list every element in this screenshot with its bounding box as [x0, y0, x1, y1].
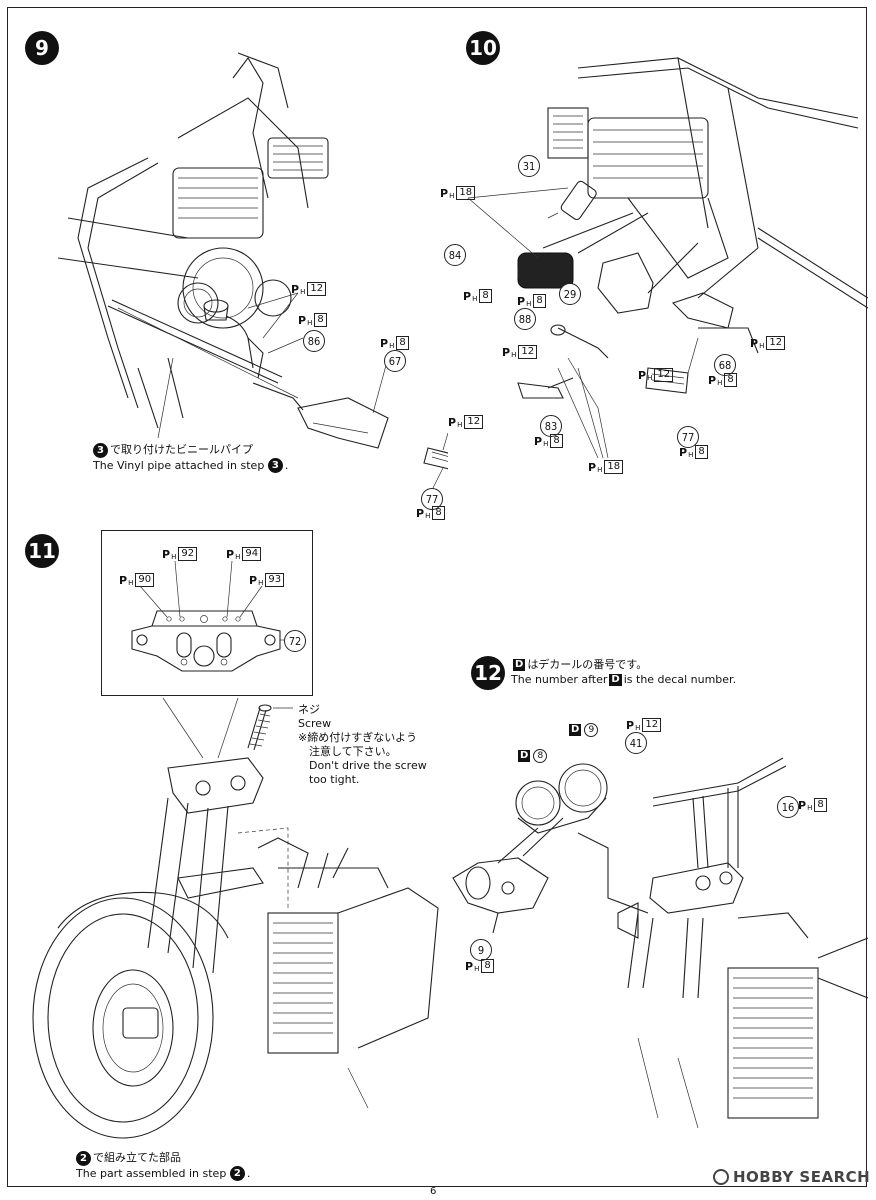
part-29-label: 29 — [559, 283, 581, 305]
part-84-label: 84 — [444, 244, 466, 266]
ref-step-badge: 2 — [229, 1166, 245, 1181]
part-77-label: 77 — [421, 488, 443, 510]
screw-note: ネジ Screw ※締め付けすぎないよう 注意して下さい。 Don't driv… — [298, 703, 427, 786]
ref-step-badge: 2 — [76, 1150, 91, 1166]
registered-icon — [713, 1169, 729, 1185]
step-10-illustration — [428, 48, 868, 488]
step-9-badge: 9 — [25, 31, 59, 65]
instruction-sheet: 9 — [7, 7, 868, 1187]
ref-step-badge: 3 — [93, 442, 108, 458]
part-88-label: 88 — [514, 308, 536, 330]
step-11-detail-inset — [101, 530, 313, 696]
step-11-badge: 11 — [25, 534, 59, 568]
hobby-search-watermark: HOBBY SEARCH — [713, 1168, 870, 1186]
part-68-label: 68 — [714, 354, 736, 376]
part-16-label: 16 — [777, 796, 799, 818]
step-12-illustration — [438, 738, 868, 1158]
part-77-label-step-10: 77 — [677, 426, 699, 448]
step-10-badge: 10 — [466, 31, 500, 65]
part-86-label: 86 — [303, 330, 325, 352]
ref-step-badge: 3 — [267, 458, 283, 473]
part-31-label: 31 — [518, 155, 540, 177]
part-67-label: 67 — [384, 350, 406, 372]
step-12-badge: 12 — [471, 656, 505, 690]
part-41-label: 41 — [625, 732, 647, 754]
step-11-illustration — [28, 688, 448, 1148]
step-9-illustration — [48, 38, 448, 488]
part-9-label: 9 — [470, 939, 492, 961]
page-number: 6 — [430, 1186, 437, 1197]
part-72-label: 72 — [284, 630, 306, 652]
